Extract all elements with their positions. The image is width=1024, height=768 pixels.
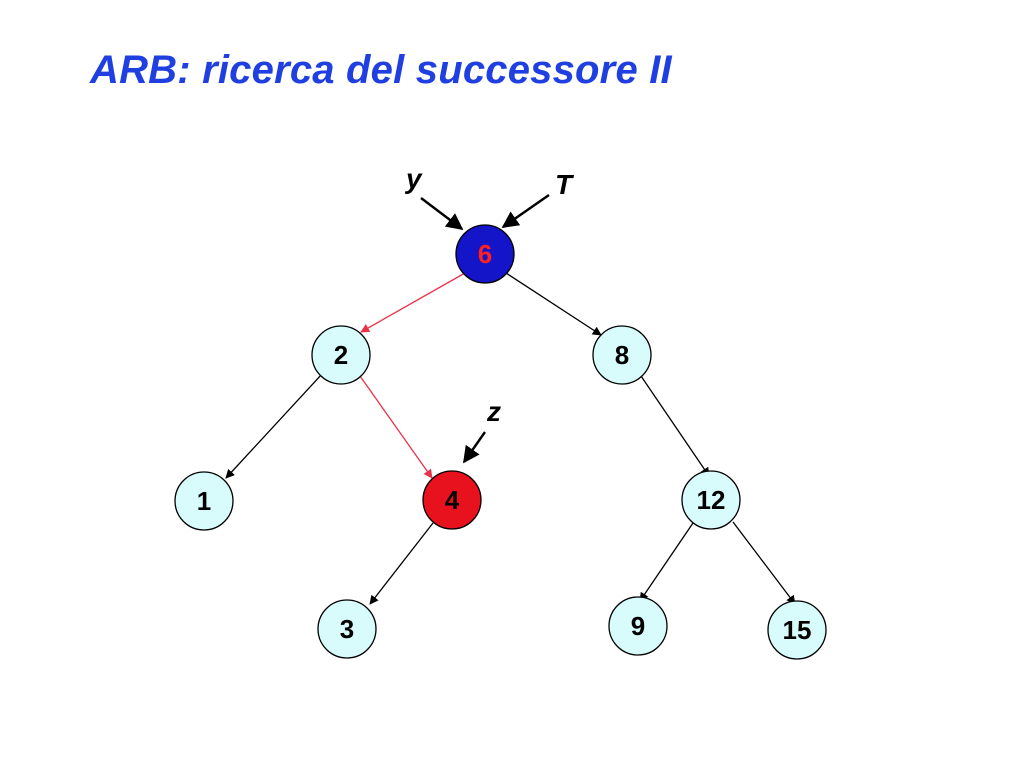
- tree-node-9: 9: [608, 596, 668, 656]
- edge-12-9: [639, 522, 694, 602]
- tree-node-8: 8: [592, 325, 652, 385]
- pointer-arrows: [420, 194, 550, 464]
- node-circle: [767, 600, 827, 660]
- tree-edges: [225, 272, 796, 605]
- node-label: 8: [615, 340, 629, 370]
- node-label: 12: [697, 485, 726, 515]
- node-label: 4: [445, 485, 460, 515]
- node-circle: [317, 599, 377, 659]
- node-circle: [311, 325, 371, 385]
- tree-node-12: 12: [681, 470, 741, 530]
- node-circle: [422, 470, 482, 530]
- pointer-y-arrow: [420, 197, 464, 231]
- node-label: 15: [783, 615, 812, 645]
- tree-node-2: 2: [311, 325, 371, 385]
- pointer-labels: y T z: [404, 163, 575, 427]
- tree-node-4: 4: [422, 470, 482, 530]
- node-label: 3: [340, 614, 354, 644]
- node-label: 2: [334, 340, 348, 370]
- edge-6-8: [505, 272, 602, 336]
- pointer-t-arrow: [501, 194, 550, 228]
- edge-2-1: [225, 373, 323, 479]
- tree-node-6: 6: [455, 224, 515, 284]
- node-circle: [681, 470, 741, 530]
- node-circle: [592, 325, 652, 385]
- slide-title: ARB: ricerca del successore II: [90, 48, 672, 92]
- pointer-label-y: y: [404, 163, 423, 194]
- pointer-z-arrow: [463, 431, 486, 464]
- pointer-label-t: T: [555, 169, 575, 200]
- edge-6-2: [360, 272, 466, 333]
- tree-node-15: 15: [767, 600, 827, 660]
- node-label: 1: [197, 486, 211, 516]
- node-circle: [608, 596, 668, 656]
- tree-node-3: 3: [317, 599, 377, 659]
- edge-12-15: [732, 521, 796, 605]
- pointer-label-z: z: [486, 396, 501, 427]
- node-label: 9: [631, 611, 645, 641]
- edge-8-12: [640, 375, 710, 477]
- node-circle: [455, 224, 515, 284]
- tree-node-1: 1: [174, 471, 234, 531]
- edge-4-3: [369, 522, 434, 605]
- node-label: 6: [478, 239, 492, 269]
- edge-2-4: [359, 375, 433, 479]
- node-circle: [174, 471, 234, 531]
